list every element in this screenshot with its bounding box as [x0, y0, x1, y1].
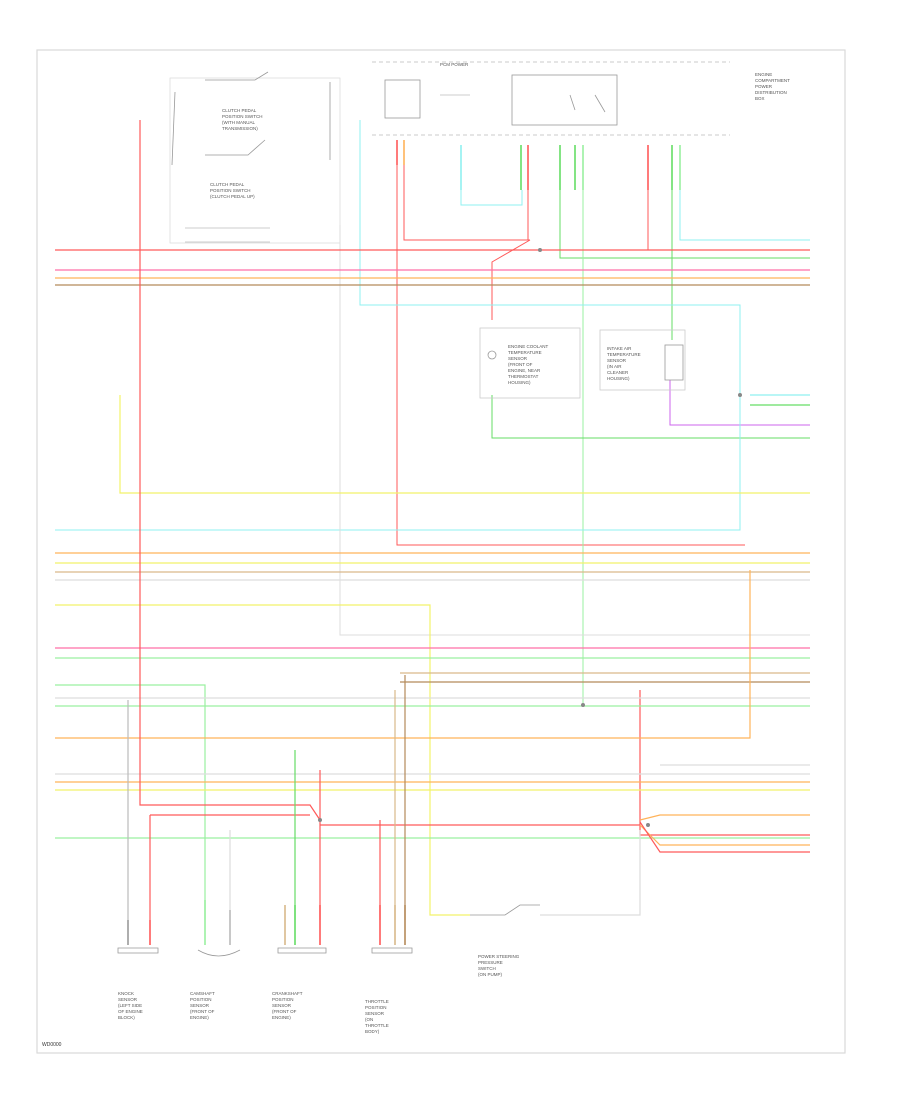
throttle-sensor-line-2: POSITION	[365, 1005, 387, 1010]
camshaft-sensor-line-4: (FRONT OF	[190, 1009, 215, 1014]
splice-dot	[318, 818, 322, 822]
power-steering-switch-label: POWER STEERING PRESSURE SWITCH (ON PUMP)	[478, 954, 520, 977]
knock-sensor-line-5: BLOCK)	[118, 1015, 135, 1020]
intake-sensor-line-1: INTAKE AIR	[607, 346, 632, 351]
crankshaft-sensor-line-4: (FRONT OF	[272, 1009, 297, 1014]
clutch-switch-upper-line-4: TRANSMISSION)	[222, 126, 258, 131]
power-module-line-5: BOX	[755, 96, 765, 101]
power-module-line-3: POWER	[755, 84, 773, 89]
intake-sensor-line-5: CLEANER	[607, 370, 629, 375]
throttle-sensor-line-4: (ON	[365, 1017, 373, 1022]
clutch-switch-lower-label: CLUTCH PEDAL POSITION SWITCH (CLUTCH PED…	[210, 182, 255, 199]
ps-switch-line-4: (ON PUMP)	[478, 972, 503, 977]
knock-sensor-line-2: SENSOR	[118, 997, 138, 1002]
ps-switch-line-3: SWITCH	[478, 966, 496, 971]
splice-dot	[738, 393, 742, 397]
coolant-sensor-line-5: ENGINE, NEAR	[508, 368, 541, 373]
top-vertical-wires	[55, 120, 810, 705]
power-module-line-4: DISTRIBUTION	[755, 90, 787, 95]
camshaft-sensor-line-3: SENSOR	[190, 1003, 210, 1008]
coolant-sensor-line-7: HOUSING)	[508, 380, 531, 385]
intake-sensor-line-2: TEMPERATURE	[607, 352, 641, 357]
throttle-sensor-line-3: SENSOR	[365, 1011, 385, 1016]
bottom-connectors	[127, 900, 406, 945]
diagram-frame	[36, 49, 846, 1054]
intake-sensor-line-3: SENSOR	[607, 358, 627, 363]
crankshaft-sensor-label: CRANKSHAFT POSITION SENSOR (FRONT OF ENG…	[272, 991, 303, 1020]
throttle-sensor-line-6: BODY)	[365, 1029, 380, 1034]
ps-switch-line-1: POWER STEERING	[478, 954, 520, 959]
page-code: WD0000	[42, 1042, 62, 1048]
camshaft-sensor-line-5: ENGINE)	[190, 1015, 209, 1020]
throttle-sensor-line-1: THROTTLE	[365, 999, 389, 1004]
splice-points	[318, 248, 742, 827]
coolant-sensor-line-4: (FRONT OF	[508, 362, 533, 367]
intake-sensor-line-6: HOUSING)	[607, 376, 630, 381]
crankshaft-sensor-line-2: POSITION	[272, 997, 294, 1002]
splice-dot	[538, 248, 542, 252]
bottom-sensor-bodies	[117, 904, 540, 957]
power-distribution-box	[372, 61, 730, 136]
clutch-switch-upper-label: CLUTCH PEDAL POSITION SWITCH (WITH MANUA…	[222, 108, 263, 131]
clutch-switch-lower-line-1: CLUTCH PEDAL	[210, 182, 245, 187]
top-connector-stubs	[396, 140, 681, 190]
splice-dot	[646, 823, 650, 827]
crankshaft-sensor-line-5: ENGINE)	[272, 1015, 291, 1020]
clutch-pedal-switch-block	[169, 71, 341, 244]
coolant-sensor-line-3: SENSOR	[508, 356, 528, 361]
crankshaft-sensor-line-1: CRANKSHAFT	[272, 991, 303, 996]
splice-dot	[581, 703, 585, 707]
clutch-switch-upper-line-1: CLUTCH PEDAL	[222, 108, 257, 113]
coolant-sensor-line-1: ENGINE COOLANT	[508, 344, 549, 349]
intake-air-sensor-label: INTAKE AIR TEMPERATURE SENSOR (IN AIR CL…	[607, 346, 641, 381]
throttle-sensor-label: THROTTLE POSITION SENSOR (ON THROTTLE BO…	[365, 999, 389, 1034]
clutch-switch-lower-line-3: (CLUTCH PEDAL UP)	[210, 194, 255, 199]
pcm-power-label: PCM POWER	[440, 62, 469, 67]
knock-sensor-line-1: KNOCK	[118, 991, 134, 996]
throttle-sensor-line-5: THROTTLE	[365, 1023, 389, 1028]
coolant-sensor-line-6: THERMOSTAT	[508, 374, 539, 379]
power-module-line-2: COMPARTMENT	[755, 78, 790, 83]
harness-wires	[55, 120, 810, 920]
coolant-sensor-label: ENGINE COOLANT TEMPERATURE SENSOR (FRONT…	[508, 344, 549, 385]
clutch-switch-lower-line-2: POSITION SWITCH	[210, 188, 251, 193]
coolant-sensor-line-2: TEMPERATURE	[508, 350, 542, 355]
crankshaft-sensor-line-3: SENSOR	[272, 1003, 292, 1008]
knock-sensor-label: KNOCK SENSOR (LEFT SIDE OF ENGINE BLOCK)	[118, 991, 143, 1020]
clutch-switch-upper-line-3: (WITH MANUAL	[222, 120, 255, 125]
intake-sensor-line-4: (IN AIR	[607, 364, 622, 369]
knock-sensor-line-3: (LEFT SIDE	[118, 1003, 142, 1008]
power-module-label: ENGINE COMPARTMENT POWER DISTRIBUTION BO…	[755, 72, 790, 101]
camshaft-sensor-line-2: POSITION	[190, 997, 212, 1002]
power-module-line-1: ENGINE	[755, 72, 772, 77]
ps-switch-line-2: PRESSURE	[478, 960, 503, 965]
center-sensors	[479, 327, 686, 399]
clutch-switch-upper-line-2: POSITION SWITCH	[222, 114, 263, 119]
knock-sensor-line-4: OF ENGINE	[118, 1009, 143, 1014]
camshaft-sensor-line-1: CAMSHAFT	[190, 991, 215, 996]
camshaft-sensor-label: CAMSHAFT POSITION SENSOR (FRONT OF ENGIN…	[190, 991, 215, 1020]
